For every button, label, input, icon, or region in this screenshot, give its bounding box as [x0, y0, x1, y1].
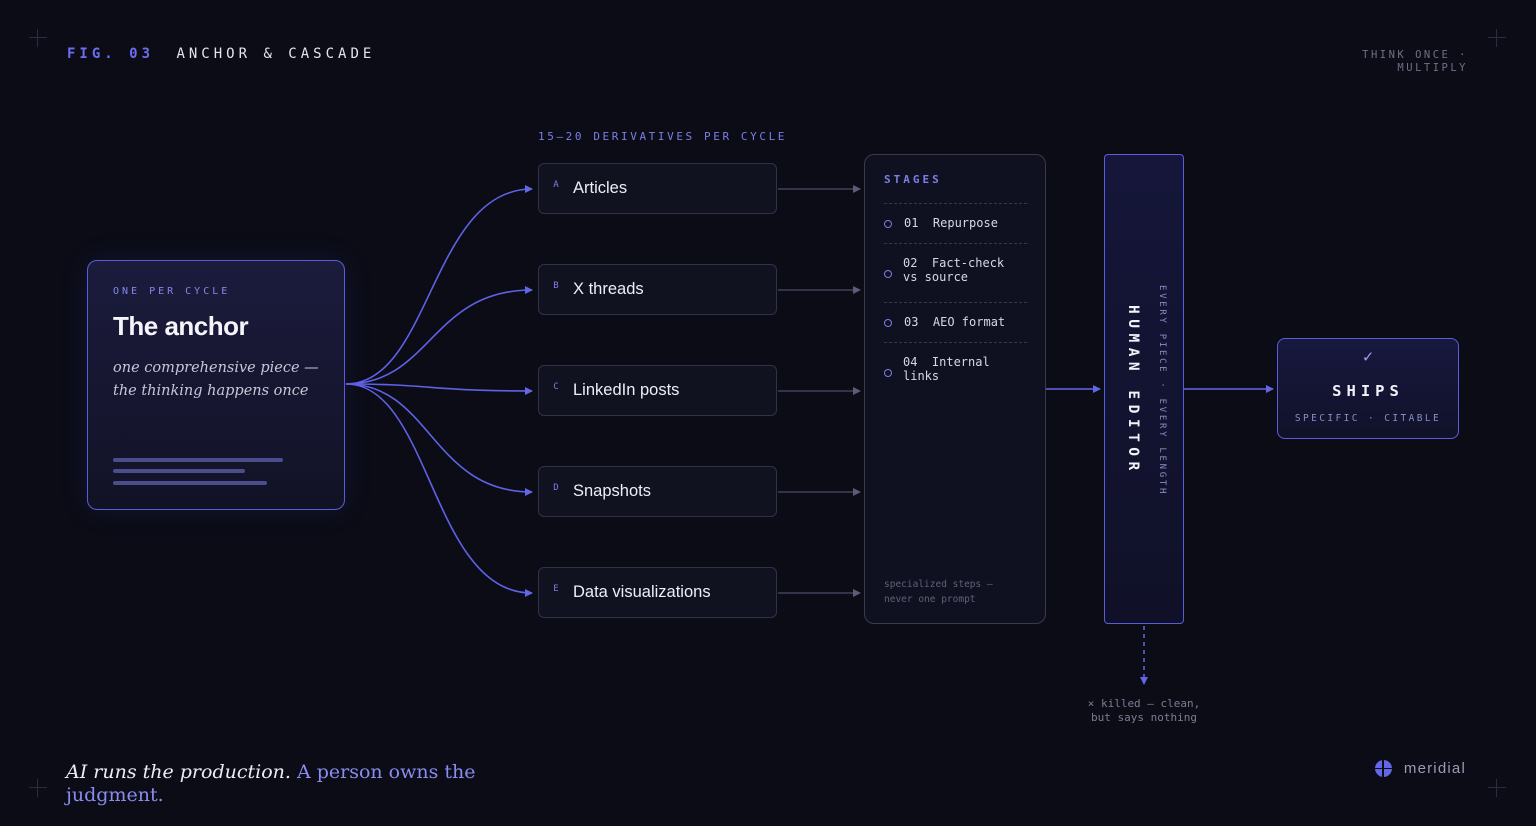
- stages-panel: STAGES 01 Repurpose 02 Fact-check vs sou…: [864, 154, 1046, 624]
- derivative-label: LinkedIn posts: [573, 381, 680, 399]
- human-editor-panel: HUMAN EDITOR EVERY PIECE · EVERY LENGTH: [1104, 154, 1184, 624]
- anchor-kicker: ONE PER CYCLE: [113, 286, 231, 297]
- derivative-linkedin-posts: C LinkedIn posts: [538, 365, 777, 416]
- anchor-title: The anchor: [113, 311, 249, 341]
- derivative-x-threads: B X threads: [538, 264, 777, 315]
- fan-out-connectors: [345, 185, 533, 597]
- derivative-label: X threads: [573, 280, 644, 298]
- derivative-letter: E: [553, 583, 559, 594]
- stage-label: 02 Fact-check vs source: [903, 256, 1005, 284]
- tagline: THINK ONCE · MULTIPLY: [1362, 49, 1468, 74]
- fan-connector: [345, 286, 533, 385]
- statement-lead: AI runs the production.: [66, 761, 291, 783]
- text-placeholder-line: [113, 469, 245, 473]
- corner-crosshair-bl: [29, 779, 47, 797]
- stage-fact-check: 02 Fact-check vs source: [884, 243, 1027, 302]
- derivative-letter: D: [553, 482, 559, 493]
- rejected-note: × killed — clean, but says nothing: [1087, 697, 1201, 724]
- figure-number: FIG. 03: [67, 46, 155, 62]
- derivative-data-visualizations: E Data visualizations: [538, 567, 777, 618]
- corner-crosshair-br: [1488, 779, 1506, 797]
- check-icon: ✓: [1362, 347, 1374, 367]
- corner-crosshair-tl: [29, 29, 47, 47]
- editor-subtitle: EVERY PIECE · EVERY LENGTH: [1157, 285, 1167, 497]
- fan-connector: [345, 185, 533, 385]
- figure-header: FIG. 03 ANCHOR & CASCADE: [67, 46, 375, 62]
- stage-aeo-format: 03 AEO format: [884, 302, 1027, 342]
- stage-bullet-icon: [884, 220, 892, 228]
- closing-statement: AI runs the production. A person owns th…: [66, 761, 486, 807]
- stage-internal-links: 04 Internal links: [884, 342, 1027, 392]
- derivative-letter: C: [553, 381, 559, 392]
- stage-bullet-icon: [884, 369, 892, 377]
- derivative-to-stages-connectors: [778, 185, 861, 597]
- fan-connector: [345, 383, 533, 395]
- derivative-letter: A: [553, 179, 559, 190]
- stages-heading: STAGES: [884, 173, 942, 186]
- derivative-letter: B: [553, 280, 559, 291]
- derivative-articles: A Articles: [538, 163, 777, 214]
- fan-connector: [345, 383, 533, 496]
- editor-title: HUMAN EDITOR: [1125, 305, 1141, 476]
- stage-label: 01 Repurpose: [904, 216, 998, 230]
- figure-title: ANCHOR & CASCADE: [176, 46, 376, 62]
- stage-bullet-icon: [884, 319, 892, 327]
- brand-logo: meridial: [1374, 760, 1466, 777]
- stage-repurpose: 01 Repurpose: [884, 203, 1027, 243]
- globe-icon: [1374, 760, 1392, 777]
- text-placeholder-line: [113, 458, 283, 462]
- derivative-label: Data visualizations: [573, 583, 711, 601]
- derivative-snapshots: D Snapshots: [538, 466, 777, 517]
- fan-connector: [345, 383, 533, 597]
- text-placeholder-line: [113, 481, 267, 485]
- corner-crosshair-tr: [1488, 29, 1506, 47]
- brand-name: meridial: [1403, 760, 1466, 777]
- ships-card: ✓ SHIPS SPECIFIC · CITABLE: [1277, 338, 1459, 439]
- anchor-description: one comprehensive piece — the thinking h…: [113, 360, 319, 399]
- anchor-card: ONE PER CYCLE The anchor one comprehensi…: [87, 260, 345, 510]
- derivative-label: Snapshots: [573, 482, 651, 500]
- derivative-label: Articles: [573, 179, 628, 197]
- stage-label: 04 Internal links: [903, 355, 990, 383]
- stage-bullet-icon: [884, 270, 892, 278]
- ships-subtitle: SPECIFIC · CITABLE: [1294, 413, 1442, 424]
- ships-title: SHIPS: [1332, 382, 1404, 400]
- derivatives-heading: 15–20 DERIVATIVES PER CYCLE: [538, 130, 788, 143]
- statement-accent: A person owns the judgment.: [66, 761, 476, 806]
- stage-label: 03 AEO format: [904, 315, 1006, 329]
- stages-footnote: specialized steps — never one prompt: [884, 579, 993, 605]
